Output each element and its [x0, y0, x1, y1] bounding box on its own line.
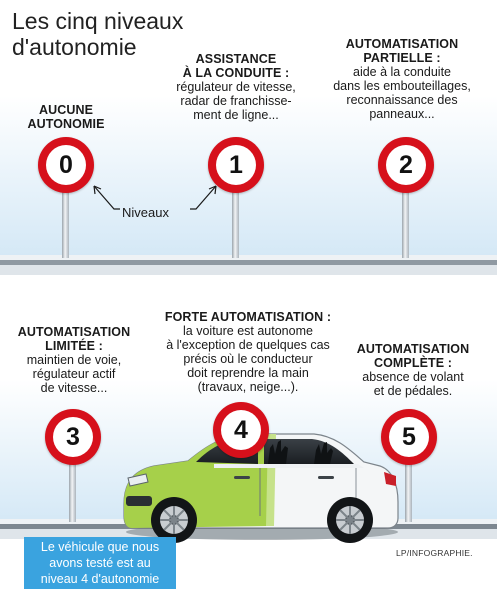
title-line-1: Les cinq niveaux — [12, 8, 184, 34]
level-2-desc-4: panneaux... — [369, 107, 435, 121]
callout-line-2: avons testé est au — [49, 556, 151, 570]
niveaux-arrow-icon — [93, 185, 217, 210]
sign-number-0: 0 — [59, 150, 73, 179]
level-5-text: AUTOMATISATION COMPLÈTE : absence de vol… — [340, 342, 486, 398]
level-2-heading-1: AUTOMATISATION — [345, 37, 459, 51]
level-0-text: AUCUNE AUTONOMIE — [20, 103, 112, 131]
level-2-desc-2: dans les embouteillages, — [333, 79, 471, 93]
sign-number-1: 1 — [229, 150, 243, 179]
niveaux-label: Niveaux — [122, 205, 169, 220]
level-0-heading-2: AUTONOMIE — [27, 117, 105, 131]
speed-sign-2: 2 — [378, 137, 434, 193]
level-5-desc-1: absence de volant — [362, 370, 464, 384]
car-illustration — [123, 433, 399, 543]
level-4-desc-3: précis où le conducteur — [183, 352, 313, 366]
callout-line-1: Le véhicule que nous — [40, 540, 160, 554]
sign-pole-0 — [62, 184, 69, 258]
sign-number-4: 4 — [234, 415, 248, 444]
level-1-heading-2: À LA CONDUITE : — [182, 66, 290, 80]
speed-sign-3: 3 — [45, 409, 101, 465]
level-2-text: AUTOMATISATION PARTIELLE : aide à la con… — [316, 37, 488, 121]
speed-sign-1: 1 — [208, 137, 264, 193]
level-4-text: FORTE AUTOMATISATION : la voiture est au… — [146, 310, 350, 394]
level-4-heading-1: FORTE AUTOMATISATION : — [164, 310, 332, 324]
level-1-desc-1: régulateur de vitesse, — [176, 80, 296, 94]
infographic-title: Les cinq niveaux d'autonomie — [12, 8, 183, 60]
level-3-desc-2: régulateur actif — [32, 367, 116, 381]
level-4-desc-2: à l'exception de quelques cas — [166, 338, 330, 352]
credit-text: LP/INFOGRAPHIE. — [396, 548, 473, 558]
level-3-desc-1: maintien de voie, — [26, 353, 122, 367]
speed-sign-5: 5 — [381, 409, 437, 465]
level-3-text: AUTOMATISATION LIMITÉE : maintien de voi… — [4, 325, 144, 395]
sign-number-5: 5 — [402, 422, 416, 451]
level-0-heading-1: AUCUNE — [38, 103, 94, 117]
level-5-desc-2: et de pédales. — [373, 384, 453, 398]
level-4-desc-1: la voiture est autonome — [183, 324, 313, 338]
level-1-heading-1: ASSISTANCE — [195, 52, 277, 66]
speed-sign-4: 4 — [213, 402, 269, 458]
level-5-heading-2: COMPLÈTE : — [373, 356, 453, 370]
level-1-desc-3: ment de ligne... — [193, 108, 279, 122]
sign-pole-2 — [402, 184, 409, 258]
level-3-heading-1: AUTOMATISATION — [17, 325, 131, 339]
level-2-heading-2: PARTIELLE : — [363, 51, 441, 65]
tested-vehicle-callout: Le véhicule que nous avons testé est au … — [24, 537, 176, 589]
sign-number-2: 2 — [399, 150, 413, 179]
sign-pole-3 — [69, 460, 76, 522]
level-4-desc-5: (travaux, neige...). — [197, 380, 299, 394]
callout-line-3: niveau 4 d'autonomie — [40, 572, 160, 586]
speed-sign-0: 0 — [38, 137, 94, 193]
road-top — [0, 255, 497, 275]
sign-number-3: 3 — [66, 422, 80, 451]
sign-pole-1 — [232, 184, 239, 258]
level-5-heading-1: AUTOMATISATION — [356, 342, 470, 356]
level-3-heading-2: LIMITÉE : — [45, 339, 103, 353]
sign-pole-5 — [405, 460, 412, 522]
title-line-2: d'autonomie — [12, 34, 137, 60]
level-1-text: ASSISTANCE À LA CONDUITE : régulateur de… — [156, 52, 316, 122]
level-4-desc-4: doit reprendre la main — [187, 366, 309, 380]
level-2-desc-1: aide à la conduite — [353, 65, 451, 79]
level-3-desc-3: de vitesse... — [40, 381, 108, 395]
level-1-desc-2: radar de franchisse- — [180, 94, 292, 108]
level-2-desc-3: reconnaissance des — [346, 93, 458, 107]
